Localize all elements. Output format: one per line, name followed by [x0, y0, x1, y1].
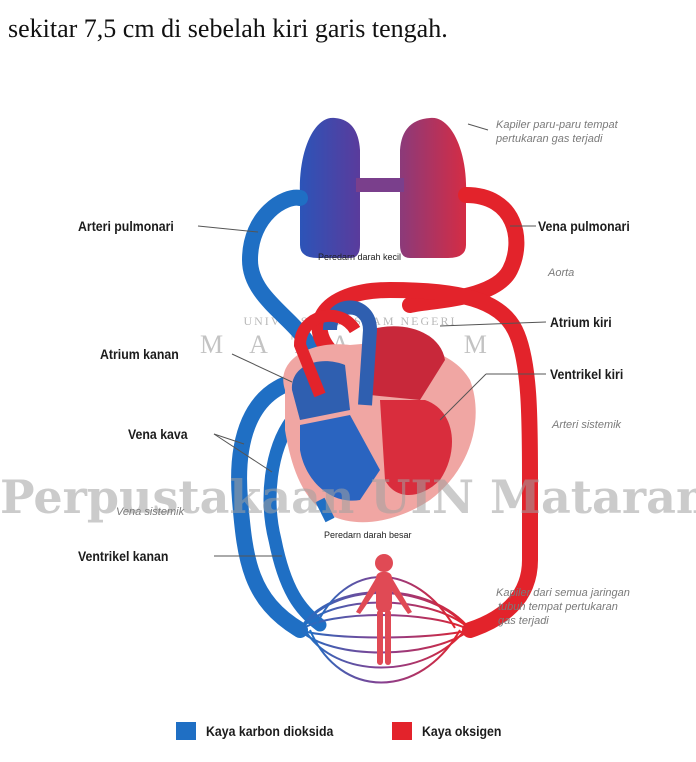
label-kapiler-paru-2: pertukaran gas terjadi [496, 132, 602, 146]
label-kapiler-semua-1: Kapiler dari semua jaringan [496, 586, 630, 600]
label-arteri-sistemik: Arteri sistemik [552, 418, 621, 432]
label-peredaran-kecil: Peredarn darah kecil [318, 252, 401, 262]
label-vena-sistemik: Vena sistemik [116, 505, 184, 519]
watermark-library: Perpustakaan UIN Mataram [0, 470, 696, 524]
legend-label-o2: Kaya oksigen [422, 723, 501, 739]
label-arteri-pulmonari: Arteri pulmonari [78, 218, 174, 234]
label-aorta: Aorta [548, 266, 574, 280]
lung-right [400, 118, 466, 258]
trachea [356, 178, 404, 192]
label-peredaran-besar: Peredarn darah besar [324, 530, 412, 540]
legend: Kaya karbon dioksida Kaya oksigen [0, 710, 696, 750]
label-ventrikel-kiri: Ventrikel kiri [550, 366, 623, 382]
lung-left [300, 118, 360, 258]
label-vena-pulmonari: Vena pulmonari [538, 218, 630, 234]
legend-swatch-blue [176, 722, 196, 740]
label-atrium-kanan: Atrium kanan [100, 346, 179, 362]
legend-label-co2: Kaya karbon dioksida [206, 723, 333, 739]
label-ventrikel-kanan: Ventrikel kanan [78, 548, 168, 564]
label-vena-kava: Vena kava [128, 426, 188, 442]
label-atrium-kiri: Atrium kiri [550, 314, 612, 330]
legend-swatch-red [392, 722, 412, 740]
label-kapiler-paru-1: Kapiler paru-paru tempat [496, 118, 618, 132]
human-figure [356, 554, 412, 665]
label-kapiler-semua-2: tubuh tempat pertukaran [498, 600, 618, 614]
lungs [300, 118, 466, 258]
label-kapiler-semua-3: gas terjadi [498, 614, 549, 628]
